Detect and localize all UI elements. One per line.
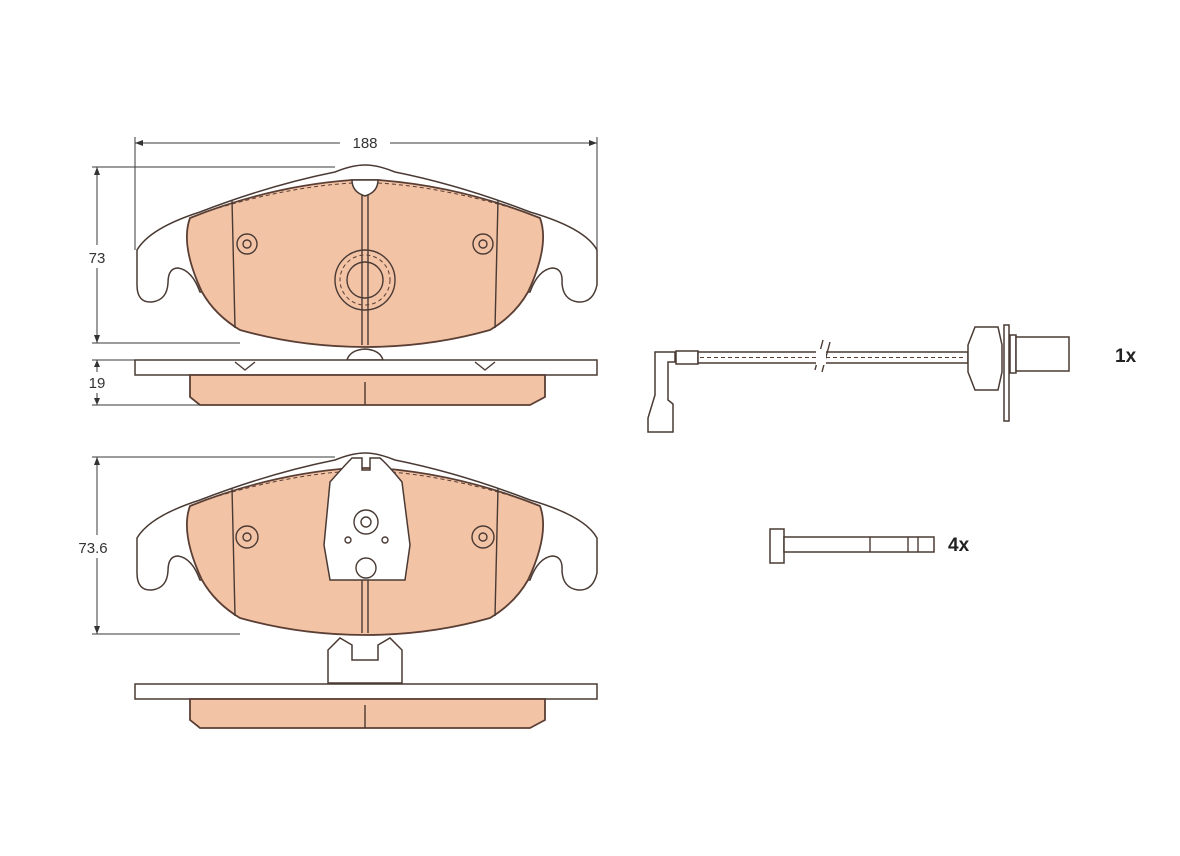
- spring-pin-icon: [236, 233, 494, 255]
- height-2-label: 73.6: [78, 540, 107, 557]
- pad-2-side-view: [134, 637, 598, 729]
- dimension-height-1: 73: [89, 166, 335, 344]
- dimension-thickness: 19: [89, 359, 200, 406]
- dimension-width: 188: [134, 135, 598, 250]
- thickness-label: 19: [89, 375, 106, 392]
- width-label: 188: [352, 135, 377, 152]
- bolt-quantity: 4x: [948, 535, 970, 556]
- pad-2-front-view: [136, 452, 598, 636]
- pad-1-front-view: [136, 164, 598, 348]
- pad-1-side-view: [134, 348, 598, 406]
- bolt: 4x: [769, 528, 970, 564]
- dimension-height-2: 73.6: [78, 456, 335, 635]
- wear-sensor: 1x: [647, 324, 1137, 433]
- sensor-quantity: 1x: [1115, 346, 1137, 367]
- height-1-label: 73: [89, 250, 106, 267]
